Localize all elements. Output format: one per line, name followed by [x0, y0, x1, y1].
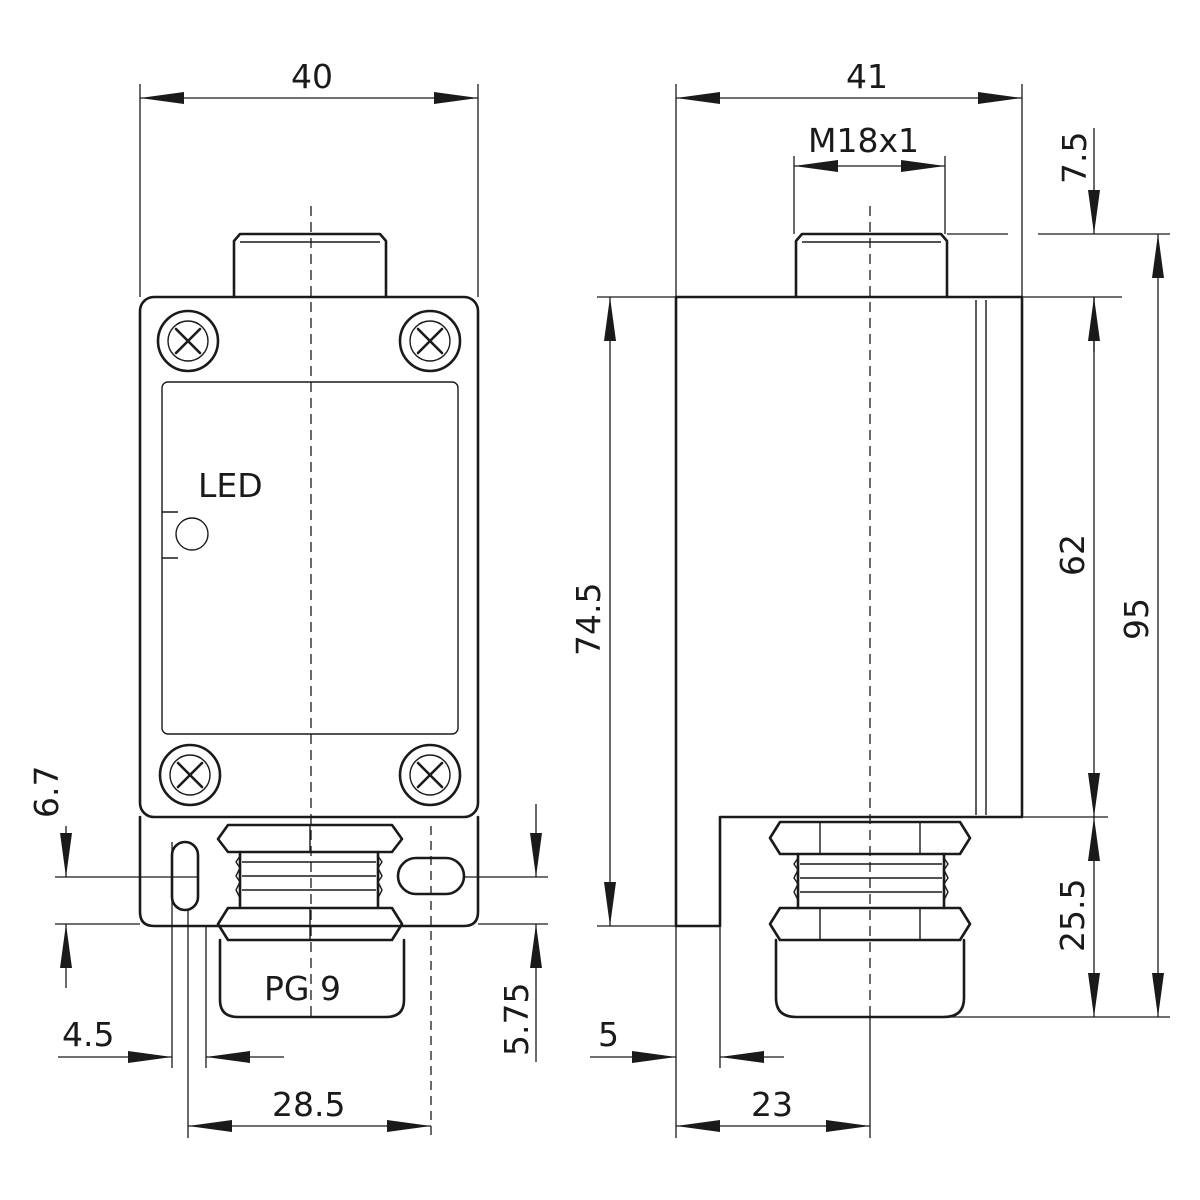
dimension-5-label: 5 — [598, 1015, 619, 1054]
side-gland-hex-upper — [768, 820, 972, 856]
led-indicator — [175, 517, 209, 551]
screw-icon — [398, 743, 462, 807]
front-connector-stub — [232, 232, 388, 299]
thread-label: M18x1 — [808, 121, 919, 160]
front-window — [161, 381, 459, 735]
side-housing — [674, 295, 1024, 928]
dimension-74-5: 74.5 — [569, 296, 676, 927]
dimension-40-label: 40 — [291, 57, 333, 96]
dimension-5-75-label: 5.75 — [497, 983, 536, 1056]
dimension-23-label: 23 — [751, 1085, 793, 1124]
dimension-25-5: 25.5 — [1053, 817, 1100, 1017]
dimension-25-5-label: 25.5 — [1053, 879, 1092, 952]
dimension-95-label: 95 — [1117, 598, 1156, 640]
front-mounting-flange — [138, 815, 480, 928]
front-housing — [138, 295, 480, 819]
side-gland-thread — [796, 852, 946, 910]
side-connector-stub — [794, 232, 949, 299]
dimension-28-5-label: 28.5 — [272, 1085, 345, 1124]
screw-icon — [156, 309, 220, 373]
gland-hex-nut-upper — [216, 823, 404, 854]
dimension-41-label: 41 — [846, 57, 888, 96]
dimension-62: 62 — [1022, 297, 1108, 818]
dimension-m18x1: M18x1 — [793, 121, 946, 234]
screw-icon — [158, 743, 222, 807]
screw-icon — [398, 309, 462, 373]
mounting-slot-vertical — [170, 840, 200, 912]
dimension-7-5-label: 7.5 — [1055, 132, 1094, 184]
front-view: PG 9 LED 40 6.7 — [27, 57, 548, 1138]
dimension-40: 40 — [139, 57, 479, 297]
dimension-7-5: 7.5 — [947, 128, 1170, 352]
gland-hex-nut-lower — [216, 906, 404, 942]
led-label: LED — [198, 466, 263, 505]
dimension-28-5: 28.5 — [187, 826, 432, 1138]
dimension-4-5-label: 4.5 — [62, 1015, 114, 1054]
side-view: 41 M18x1 7.5 74 — [569, 57, 1170, 1138]
dimension-5: 5 — [590, 926, 784, 1138]
dimension-23: 23 — [676, 1017, 871, 1138]
gland-thread — [238, 850, 380, 908]
dimension-95: 95 — [944, 234, 1170, 1018]
dimension-74-5-label: 74.5 — [569, 583, 608, 656]
dimension-5-75: 5.75 — [464, 804, 548, 1062]
dimension-4-5: 4.5 — [58, 842, 284, 1068]
cable-gland-label: PG 9 — [264, 969, 341, 1008]
dimension-6-7: 6.7 — [27, 766, 198, 988]
dimension-6-7-label: 6.7 — [27, 766, 66, 818]
side-gland-hex-lower — [768, 906, 972, 942]
dimension-41: 41 — [675, 57, 1023, 297]
dimension-62-label: 62 — [1053, 534, 1092, 576]
gland-dome-cap — [218, 938, 406, 1019]
